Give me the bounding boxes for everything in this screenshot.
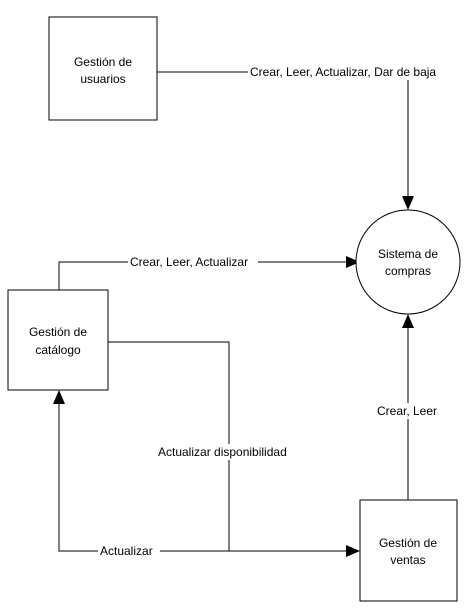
- node-sistema-compras: Sistema de compras: [355, 209, 461, 315]
- edge-sales-to-catalog: Actualizar: [53, 390, 229, 559]
- arrowhead-icon: [402, 196, 414, 210]
- node-gestion-usuarios: Gestión de usuarios: [48, 16, 158, 121]
- edge-catalog-to-sales: Actualizar disponibilidad: [108, 341, 360, 557]
- edge-label-sales-to-catalog: Actualizar: [100, 544, 153, 558]
- edge-label-users-to-system: Crear, Leer, Actualizar, Dar de baja: [250, 65, 436, 79]
- edge-catalog-to-system: Crear, Leer, Actualizar: [58, 254, 360, 290]
- node-label-line2: catálogo: [35, 343, 81, 357]
- arrowhead-icon: [53, 390, 65, 404]
- edge-label-catalog-to-system: Crear, Leer, Actualizar: [130, 255, 248, 269]
- arrowhead-icon: [402, 314, 414, 328]
- node-label-line1: Gestión de: [29, 325, 87, 339]
- edge-label-catalog-to-sales: Actualizar disponibilidad: [158, 445, 287, 459]
- edge-users-to-system: Crear, Leer, Actualizar, Dar de baja: [157, 64, 451, 210]
- node-label-line1: Sistema de: [378, 247, 438, 261]
- node-label-line2: usuarios: [80, 72, 125, 86]
- arrowhead-icon: [346, 545, 360, 557]
- node-label-line2: ventas: [390, 553, 425, 567]
- edge-label-sales-to-system: Crear, Leer: [377, 404, 437, 418]
- node-gestion-ventas: Gestión de ventas: [359, 499, 458, 602]
- node-label-line1: Gestión de: [74, 55, 132, 69]
- node-label-line2: compras: [385, 264, 431, 278]
- edge-sales-to-system: Crear, Leer: [375, 314, 441, 500]
- arrowhead-icon: [346, 256, 360, 268]
- node-label-line1: Gestión de: [379, 536, 437, 550]
- node-gestion-catalogo: Gestión de catálogo: [7, 289, 109, 391]
